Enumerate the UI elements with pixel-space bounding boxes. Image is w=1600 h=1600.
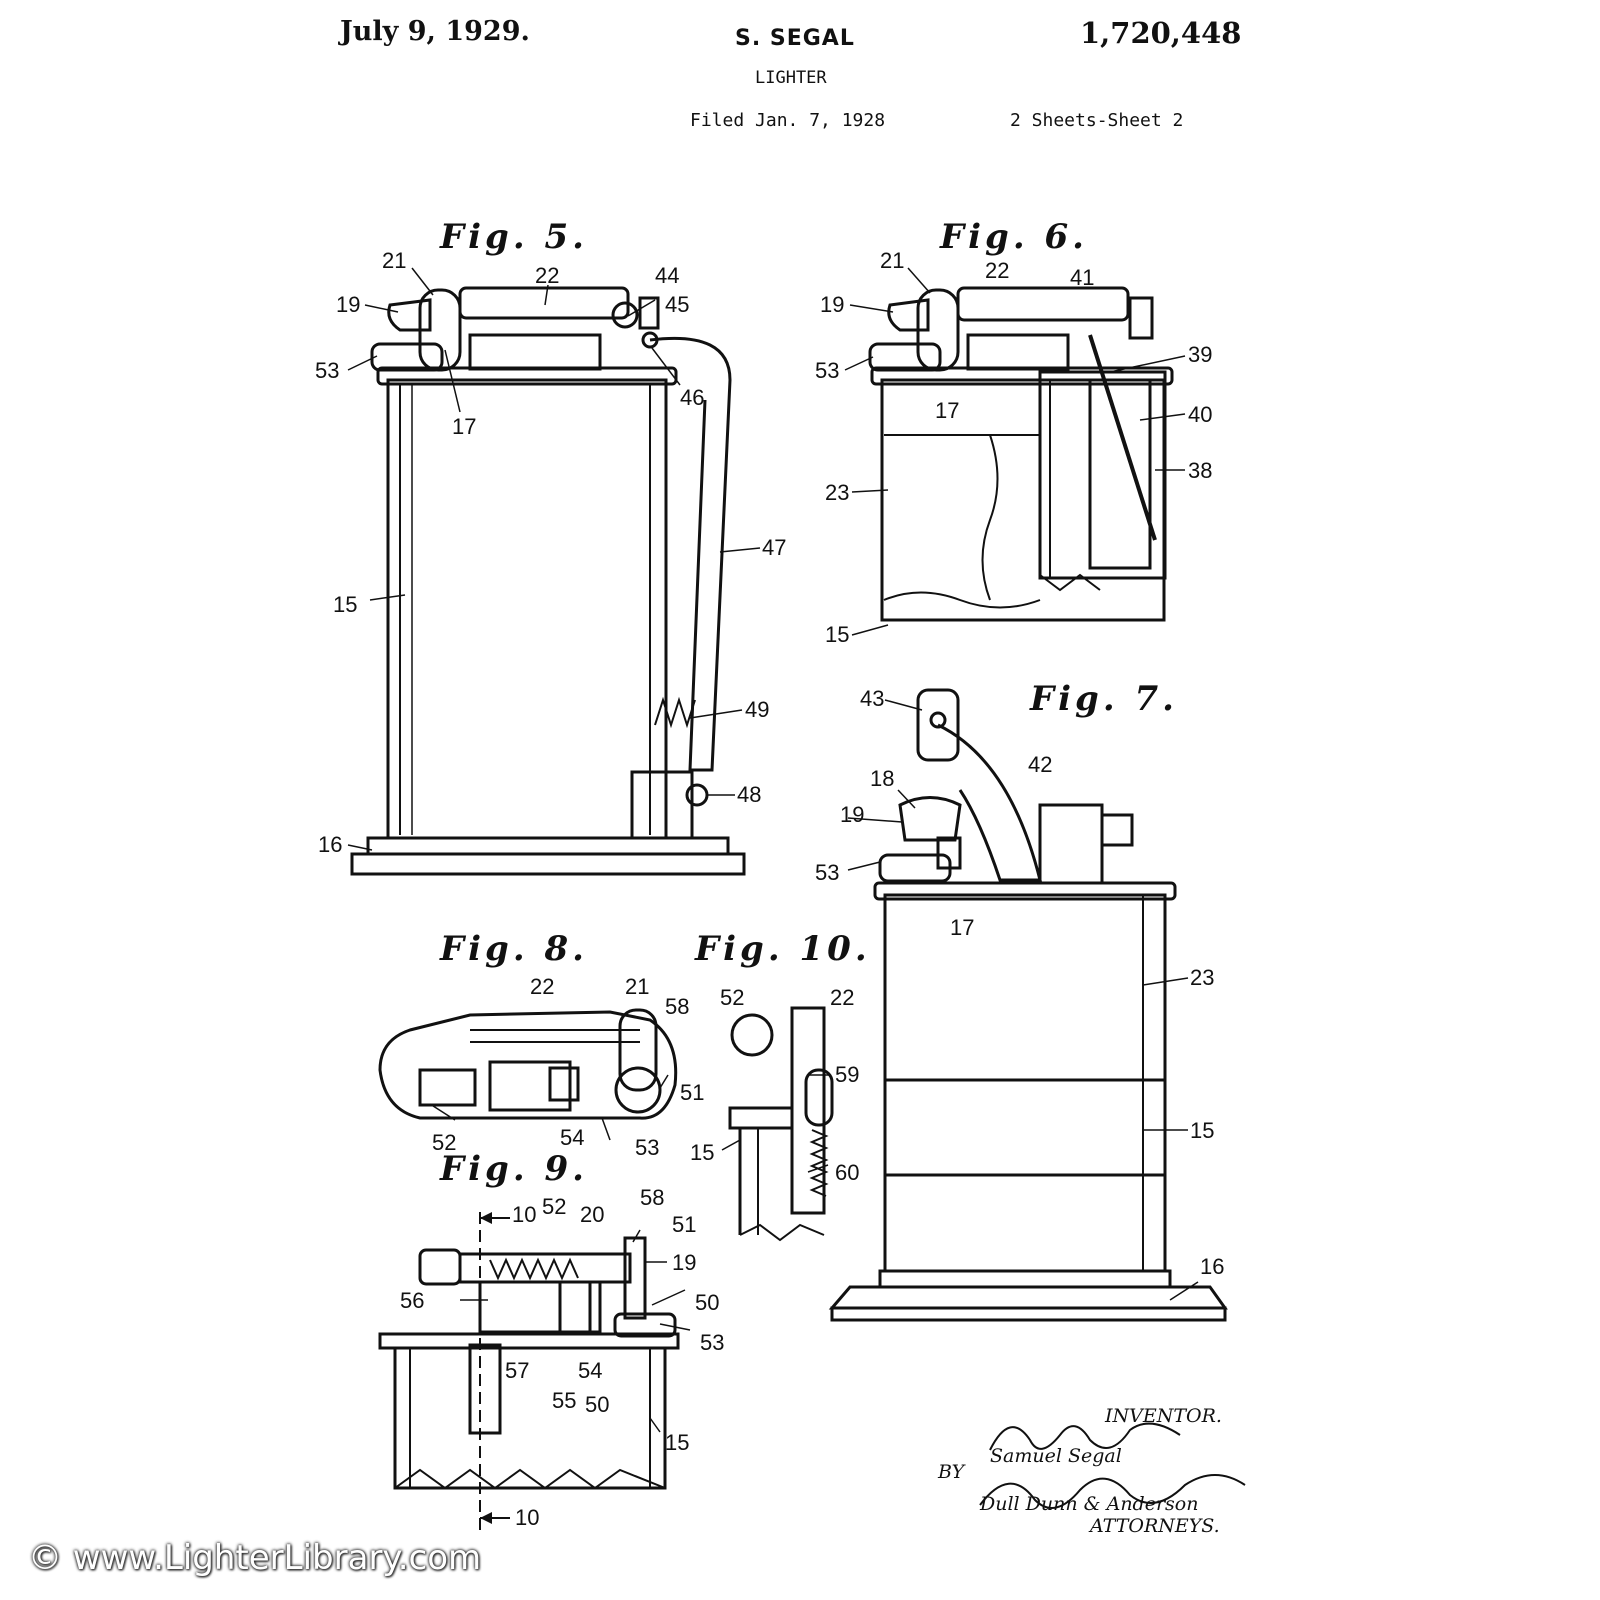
fig10-drawing	[728, 1006, 834, 1242]
ref-label: 52	[432, 1130, 456, 1155]
ref-label: 22	[830, 985, 854, 1010]
ref-label: 21	[382, 248, 406, 273]
ref-label: 49	[745, 697, 769, 722]
watermark: © www.LighterLibrary.com	[28, 1538, 482, 1578]
ref-label: 43	[860, 686, 884, 711]
ref-label: 53	[700, 1330, 724, 1355]
ref-label: 19	[840, 802, 864, 827]
ref-label: 41	[1070, 265, 1094, 290]
ref-label: 15	[665, 1430, 689, 1455]
patent-title: LIGHTER	[755, 68, 827, 88]
inventor-signature: Samuel Segal	[990, 1445, 1122, 1467]
fig7-drawing	[828, 688, 1228, 1322]
ref-label: 19	[672, 1250, 696, 1275]
ref-label: 47	[762, 535, 786, 560]
ref-label: 18	[870, 766, 894, 791]
fig8-title: Fig. 8.	[439, 929, 588, 969]
ref-label: 21	[880, 248, 904, 273]
fig5-title: Fig. 5.	[439, 217, 588, 257]
sheet-count: 2 Sheets-Sheet 2	[1010, 110, 1184, 131]
fig8-drawing	[378, 1008, 678, 1120]
ref-label: 15	[1190, 1118, 1214, 1143]
ref-label: 10	[512, 1202, 536, 1227]
filed-date: Filed Jan. 7, 1928	[690, 110, 886, 131]
ref-label: 50	[585, 1392, 609, 1417]
ref-label: 54	[560, 1125, 584, 1150]
ref-label: 55	[552, 1388, 576, 1413]
ref-label: 57	[505, 1358, 529, 1383]
ref-label: 22	[985, 258, 1009, 283]
fig5-drawing	[350, 286, 746, 876]
ref-label: 39	[1188, 342, 1212, 367]
ref-label: 60	[835, 1160, 859, 1185]
ref-label: 59	[835, 1062, 859, 1087]
ref-label: 17	[935, 398, 959, 423]
ref-label: 16	[318, 832, 342, 857]
attorney-signature-stroke	[979, 1474, 1246, 1509]
ref-label: 15	[333, 592, 357, 617]
ref-label: 50	[695, 1290, 719, 1315]
ref-label: 40	[1188, 402, 1212, 427]
ref-label: 45	[665, 292, 689, 317]
ref-label: 53	[815, 358, 839, 383]
ref-label: 56	[400, 1288, 424, 1313]
ref-label: 23	[825, 480, 849, 505]
ref-label: 19	[820, 292, 844, 317]
ref-label: 22	[535, 263, 559, 288]
fig6-title: Fig. 6.	[939, 217, 1088, 257]
patent-date: July 9, 1929.	[340, 16, 530, 47]
patent-number: 1,720,448	[1080, 16, 1242, 50]
ref-label: 15	[690, 1140, 714, 1165]
inventor-label: INVENTOR.	[1104, 1405, 1222, 1427]
ref-label: 19	[336, 292, 360, 317]
ref-label: 46	[680, 385, 704, 410]
ref-label: 51	[672, 1212, 696, 1237]
ref-label: 58	[665, 994, 689, 1019]
ref-label: 44	[655, 263, 679, 288]
ref-label: 52	[720, 985, 744, 1010]
ref-label: 52	[542, 1194, 566, 1219]
ref-label: 53	[315, 358, 339, 383]
ref-label: 20	[580, 1202, 604, 1227]
attorney-signature: Dull Dunn & Anderson	[979, 1493, 1198, 1515]
ref-label: 58	[640, 1185, 664, 1210]
ref-label: 53	[815, 860, 839, 885]
ref-label: 42	[1028, 752, 1052, 777]
ref-label: 53	[635, 1135, 659, 1160]
fig9-title: Fig. 9.	[439, 1149, 588, 1189]
ref-label: 10	[515, 1505, 539, 1530]
by-label: BY	[937, 1461, 967, 1483]
attorneys-label: ATTORNEYS.	[1088, 1515, 1220, 1537]
ref-label: 16	[1200, 1254, 1224, 1279]
ref-label: 17	[452, 414, 476, 439]
section-arrowheads	[480, 1212, 492, 1524]
ref-label: 38	[1188, 458, 1212, 483]
ref-label: 23	[1190, 965, 1214, 990]
fig6-drawing	[868, 286, 1174, 622]
ref-label: 17	[950, 915, 974, 940]
ref-label: 22	[530, 974, 554, 999]
fig7-title: Fig. 7.	[1029, 679, 1178, 719]
ref-label: 51	[680, 1080, 704, 1105]
ref-label: 48	[737, 782, 761, 807]
leader-lines	[347, 267, 1199, 1433]
ref-label: 15	[825, 622, 849, 647]
ref-label: 54	[578, 1358, 602, 1383]
inventor-signature-stroke	[989, 1422, 1181, 1451]
inventor-name: S. SEGAL	[735, 26, 855, 51]
ref-label: 21	[625, 974, 649, 999]
fig10-title: Fig. 10.	[694, 929, 871, 969]
